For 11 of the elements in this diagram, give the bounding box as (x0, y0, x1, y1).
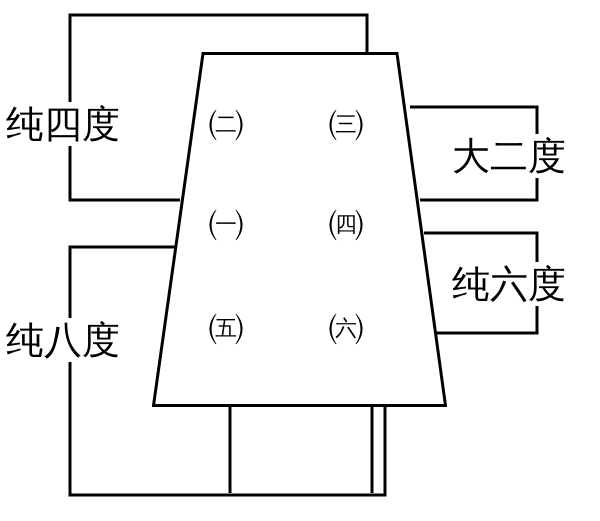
interval-label: 纯六度 (452, 262, 566, 306)
position-label: ㈠ (208, 204, 244, 244)
position-label: ㈤ (208, 308, 244, 348)
position-label: ㈡ (208, 104, 244, 144)
position-label: ㈢ (328, 104, 364, 144)
interval-label: 纯八度 (6, 318, 120, 362)
interval-label: 大二度 (452, 134, 566, 178)
trapezoid-shape (152, 52, 447, 407)
position-label: ㈣ (328, 204, 364, 244)
interval-label: 纯四度 (6, 102, 120, 146)
position-label: ㈥ (328, 308, 364, 348)
